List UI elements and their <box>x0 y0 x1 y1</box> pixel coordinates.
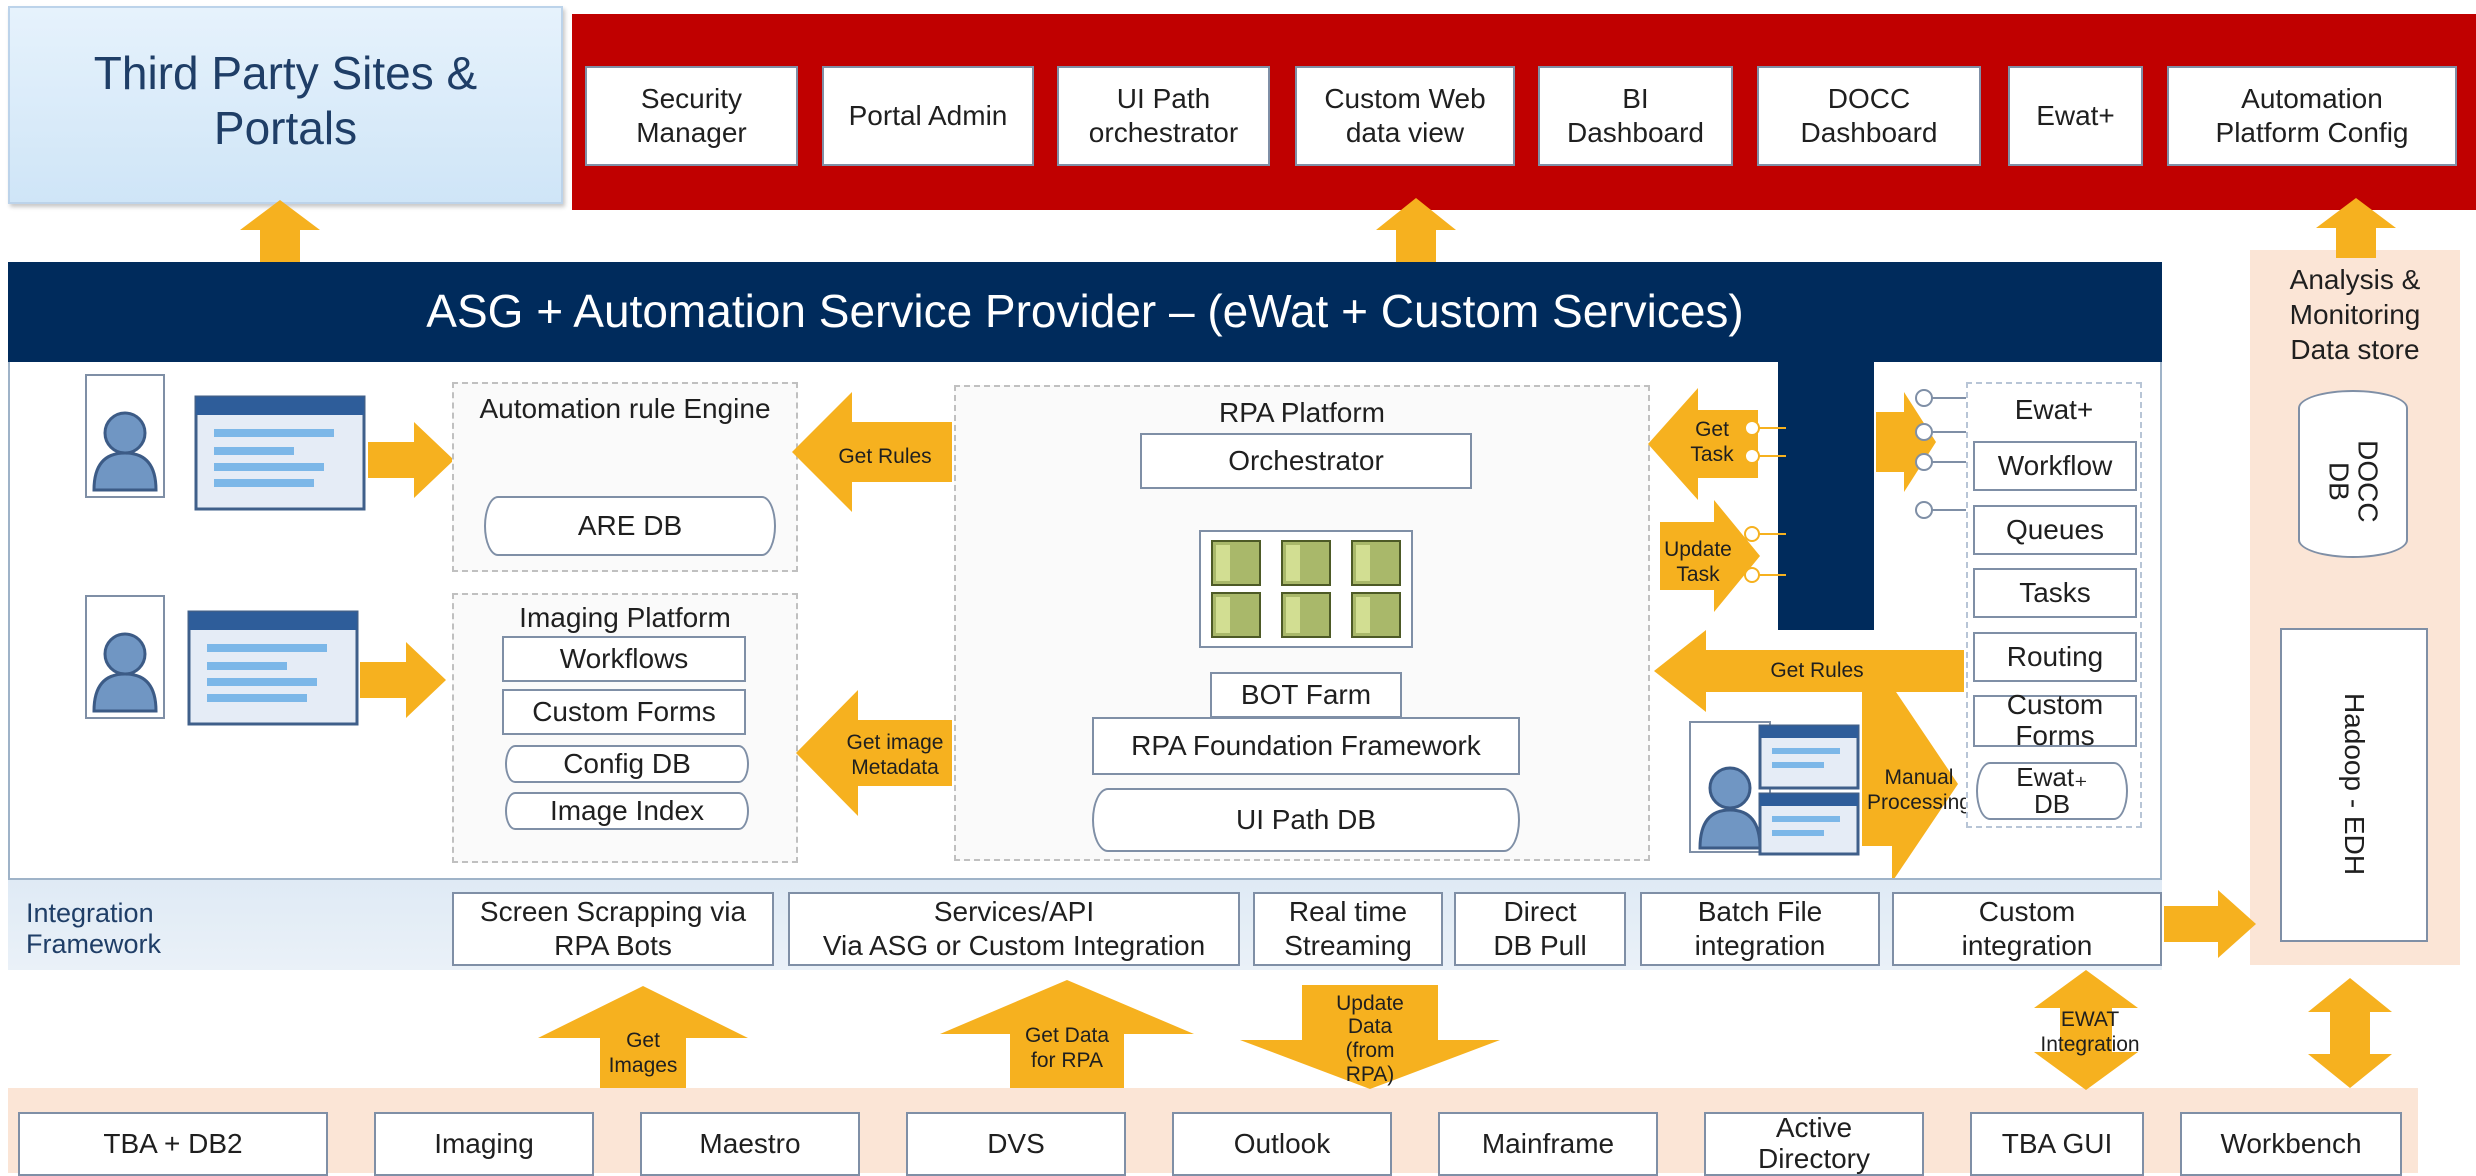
arrow-update-data <box>1240 985 1500 1089</box>
banner-bar <box>8 262 2162 362</box>
arrow-update-task <box>1660 500 1760 612</box>
are-db: ARE DB <box>484 496 776 556</box>
image-index-db: Image Index <box>505 792 749 830</box>
config-db: Config DB <box>505 745 749 783</box>
ewat-workflow-box: Workflow <box>1973 441 2137 491</box>
arrow-to-ewat <box>1876 392 1936 492</box>
imaging-workflows-box: Workflows <box>502 636 746 682</box>
label-update-data: Update Data (from RPA) <box>1336 991 1404 1086</box>
portal-admin-box: Portal Admin <box>822 66 1034 166</box>
hadoop-label: Hadoop - EDH <box>2339 692 2370 876</box>
system-mainframe: Mainframe <box>1438 1112 1658 1176</box>
manual-user-icon <box>1689 721 1860 856</box>
label-get-task: Get Task <box>1690 417 1734 466</box>
label-get-rules-left: Get Rules <box>838 445 932 469</box>
integration-framework-label: Integration Framework <box>26 898 162 959</box>
user-icon-2 <box>85 595 165 719</box>
screen-icon-1 <box>194 395 366 511</box>
automation-platform-config-box: Automation Platform Config <box>2167 66 2457 166</box>
system-maestro: Maestro <box>640 1112 860 1176</box>
arrow-up-automation-config <box>2316 198 2396 258</box>
system-tba-db2: TBA + DB2 <box>18 1112 328 1176</box>
label-get-rules-right: Get Rules <box>1770 659 1864 683</box>
label-get-images: Get Images <box>608 1028 678 1077</box>
task-connectors-left <box>1744 420 1786 583</box>
system-dvs: DVS <box>906 1112 1126 1176</box>
screen-icon-2 <box>187 610 359 726</box>
rule-engine-title: Automation rule Engine <box>479 393 771 424</box>
docc-db-label: DOCC DB <box>2323 440 2384 523</box>
arrow-screen-to-rule-engine <box>368 422 454 498</box>
arrow-manual-processing <box>1862 686 1958 882</box>
system-tba-gui: TBA GUI <box>1970 1112 2144 1176</box>
imaging-custom-forms-box: Custom Forms <box>502 689 746 735</box>
rpa-orchestrator-box: Orchestrator <box>1140 433 1472 489</box>
analysis-title: Analysis & Monitoring Data store <box>2289 264 2421 365</box>
arrow-get-images <box>538 986 748 1088</box>
ewat-routing-box: Routing <box>1973 632 2137 682</box>
uipath-orchestrator-box: UI Path orchestrator <box>1057 66 1270 166</box>
label-update-task: Update Task <box>1664 537 1732 586</box>
arrow-ewat-integration <box>2034 970 2138 1090</box>
ewat-queues-box: Queues <box>1973 505 2137 555</box>
label-manual-processing: Manual Processing <box>1867 765 1971 814</box>
system-workbench: Workbench <box>2180 1112 2402 1176</box>
arrow-get-rules-left <box>792 392 952 512</box>
rpa-foundation-framework-box: RPA Foundation Framework <box>1092 717 1520 775</box>
system-imaging: Imaging <box>374 1112 594 1176</box>
hadoop-box <box>2280 628 2428 942</box>
third-party-title: Third Party Sites & Portals <box>93 47 478 155</box>
security-manager-box: Security Manager <box>585 66 798 166</box>
arrow-get-data-rpa <box>940 980 1194 1088</box>
ewat-title: Ewat+ <box>2014 394 2094 425</box>
integration-realtime-streaming: Real time Streaming <box>1253 892 1443 966</box>
arrow-up-third-party <box>240 200 320 262</box>
imaging-platform-title: Imaging Platform <box>519 602 731 633</box>
label-get-image-metadata: Get image Metadata <box>846 730 944 779</box>
arrow-to-hadoop <box>2164 890 2256 958</box>
banner-drop-bar <box>1778 362 1874 630</box>
system-outlook: Outlook <box>1172 1112 1392 1176</box>
ewat-tasks-box: Tasks <box>1973 568 2137 618</box>
docc-dashboard-box: DOCC Dashboard <box>1757 66 1981 166</box>
integration-screen-scraping: Screen Scrapping via RPA Bots <box>452 892 774 966</box>
bot-farm-servers-icon <box>1199 530 1413 648</box>
bot-farm-box: BOT Farm <box>1210 672 1402 718</box>
rpa-platform-title: RPA Platform <box>1219 397 1385 428</box>
arrow-get-image-metadata <box>796 690 952 816</box>
label-ewat-integration: EWAT Integration <box>2040 1007 2140 1056</box>
uipath-db: UI Path DB <box>1092 788 1520 852</box>
label-get-data-rpa: Get Data for RPA <box>1024 1023 1110 1072</box>
ewat-connectors <box>1915 389 1966 519</box>
integration-services-api: Services/API Via ASG or Custom Integrati… <box>788 892 1240 966</box>
docc-db-cylinder <box>2298 390 2408 558</box>
arrow-screen-to-imaging <box>360 642 446 718</box>
arrow-workbench-hadoop <box>2308 978 2392 1088</box>
system-active-directory: Active Directory <box>1704 1112 1924 1176</box>
user-icon-1 <box>85 374 165 498</box>
integration-custom: Custom integration <box>1892 892 2162 966</box>
ewat-custom-forms-box: Custom Forms <box>1973 689 2137 751</box>
third-party-panel <box>8 6 563 204</box>
integration-direct-db-pull: Direct DB Pull <box>1454 892 1626 966</box>
banner-title: ASG + Automation Service Provider – (eWa… <box>426 285 1744 337</box>
custom-web-data-view-box: Custom Web data view <box>1295 66 1515 166</box>
integration-batch-file: Batch File integration <box>1640 892 1880 966</box>
bi-dashboard-box: BI Dashboard <box>1538 66 1733 166</box>
ewat-db: Ewat₊ DB <box>1976 762 2128 820</box>
ewat-top-box: Ewat+ <box>2008 66 2143 166</box>
arrow-up-custom-web <box>1376 198 1456 262</box>
